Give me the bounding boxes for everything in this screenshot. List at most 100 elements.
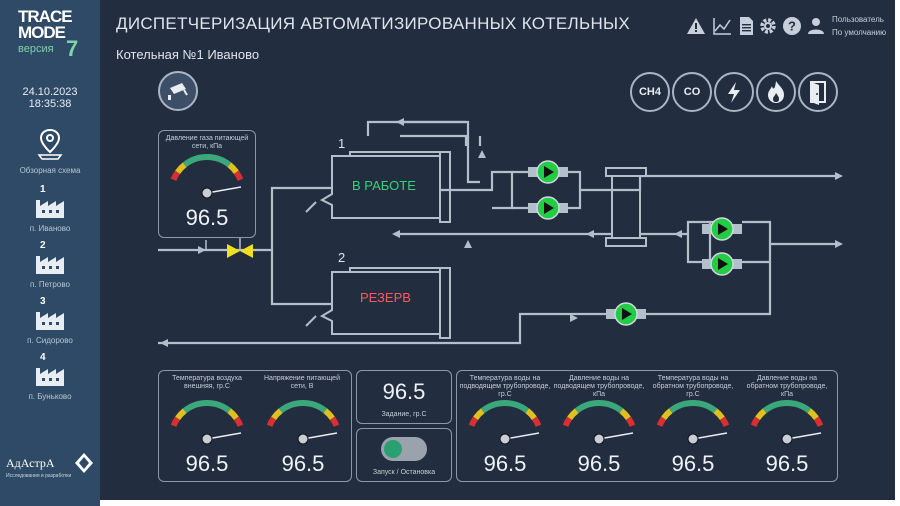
- sidebar: TRACE MODE версия 7 24.10.2023 18:35:38 …: [0, 0, 100, 506]
- logo-line1: TRACE: [18, 7, 73, 26]
- gauge-needle: [786, 432, 822, 440]
- user-name: По умолчанию: [832, 28, 887, 37]
- page-title: ДИСПЕТЧЕРИЗАЦИЯ АВТОМАТИЗИРОВАННЫХ КОТЕЛ…: [116, 14, 631, 33]
- user-icon[interactable]: [806, 16, 826, 36]
- setpoint-value: 96.5: [382, 379, 426, 404]
- setpoint-panel[interactable]: 96.5 Задание, гр.С: [356, 370, 452, 424]
- door-icon: [810, 81, 826, 105]
- warning-icon[interactable]: [686, 16, 706, 36]
- air-temp-value: 96.5: [185, 451, 229, 476]
- nav-overview[interactable]: Обзорная схема: [0, 128, 100, 178]
- pump-1-icon[interactable]: [528, 160, 568, 184]
- current-time: 18:35:38: [28, 98, 72, 110]
- gas-pressure-gauge: [170, 154, 244, 199]
- adastra-emblem-icon: [75, 453, 93, 473]
- return-temp-label: Температура воды на обратном трубопровод…: [652, 375, 734, 398]
- nav-boiler-2-label: п. Петрово: [30, 280, 70, 289]
- return-pressure-value: 96.5: [765, 451, 809, 476]
- boiler-2-number: 2: [338, 250, 345, 265]
- supply-pressure-value: 96.5: [577, 451, 621, 476]
- supply-temp-value: 96.5: [483, 451, 527, 476]
- nav-boiler-4-label: п. Буньково: [28, 392, 72, 401]
- power-button[interactable]: [714, 72, 754, 112]
- gas-pressure-label: Давление газа питающей сети, кПа: [165, 135, 249, 150]
- trace-mode-logo: TRACE MODE версия 7: [8, 8, 92, 68]
- pump-3-icon[interactable]: [702, 217, 742, 241]
- ch4-sensor-button[interactable]: CH4: [630, 72, 670, 112]
- nav-boiler-4[interactable]: 4 п. Буньково: [0, 352, 100, 402]
- start-stop-toggle[interactable]: [381, 437, 427, 461]
- setpoint-label: Задание, гр.С: [381, 411, 427, 418]
- voltage-value: 96.5: [281, 451, 325, 476]
- svg-text:?: ?: [788, 19, 796, 34]
- nav-boiler-1[interactable]: 1 п. Иваново: [0, 184, 100, 234]
- gauge-hub: [297, 433, 309, 445]
- nav-boiler-3-label: п. Сидорово: [27, 336, 73, 345]
- factory-icon: [36, 368, 64, 386]
- supply-pressure-label: Давление воды на подводящем трубопроводе…: [553, 375, 645, 398]
- lightning-icon: [728, 82, 740, 103]
- gas-pressure-value: 96.5: [185, 205, 229, 230]
- return-temp-value: 96.5: [671, 451, 715, 476]
- supply-temp-label: Температура воды на подводящем трубопров…: [459, 375, 551, 398]
- supply-pressure-gauge: [562, 400, 636, 445]
- camera-icon: [168, 83, 188, 100]
- fire-button[interactable]: [756, 72, 796, 112]
- gauge-needle: [302, 432, 338, 440]
- page-subtitle: Котельная №1 Иваново: [116, 47, 260, 62]
- gauge-needle: [504, 432, 540, 440]
- pump-4-icon[interactable]: [702, 252, 742, 276]
- boiler-1-number: 1: [338, 136, 345, 151]
- camera-button[interactable]: [158, 71, 198, 111]
- nav-boiler-3[interactable]: 3 п. Сидорово: [0, 296, 100, 346]
- co-sensor-button[interactable]: CO: [672, 72, 712, 112]
- logo-line2: MODE: [18, 23, 66, 42]
- nav-boiler-1-label: п. Иваново: [29, 224, 71, 233]
- nav-boiler-1-num: 1: [40, 184, 46, 195]
- water-params-panel: Температура воды на подводящем трубопров…: [456, 370, 838, 482]
- supply-temp-gauge: [468, 400, 542, 445]
- gauge-hub: [593, 433, 605, 445]
- gauge-hub: [201, 433, 213, 445]
- air-temp-label: Температура воздуха внешняя, гр.С: [172, 375, 242, 390]
- factory-icon: [36, 256, 64, 274]
- nav-boiler-2-num: 2: [40, 240, 46, 251]
- boiler-1-status: В РАБОТЕ: [352, 178, 416, 193]
- main-panel: ДИСПЕТЧЕРИЗАЦИЯ АВТОМАТИЗИРОВАННЫХ КОТЕЛ…: [100, 0, 895, 500]
- voltage-label: Напряжение питающей сети, В: [264, 375, 340, 390]
- door-button[interactable]: [798, 72, 838, 112]
- start-stop-panel: Запуск / Остановка: [356, 428, 452, 482]
- map-pin-icon: [37, 128, 63, 160]
- nav-boiler-2[interactable]: 2 п. Петрово: [0, 240, 100, 290]
- gauge-hub: [781, 433, 793, 445]
- pump-2-icon[interactable]: [528, 196, 568, 220]
- gear-icon[interactable]: [758, 16, 778, 36]
- return-pressure-gauge: [750, 400, 824, 445]
- logo-version-num: 7: [66, 36, 79, 61]
- nav-boiler-3-num: 3: [40, 296, 46, 307]
- trend-icon[interactable]: [712, 16, 732, 36]
- logo-version-label: версия: [18, 43, 54, 55]
- gauge-needle: [692, 432, 728, 440]
- gauge-needle: [206, 432, 242, 440]
- boiler-2-status: РЕЗЕРВ: [360, 290, 411, 305]
- gas-valve-icon[interactable]: [227, 238, 253, 258]
- external-params-panel: Температура воздуха внешняя, гр.С 96.5 Н…: [158, 370, 352, 482]
- toggle-knob: [384, 440, 402, 458]
- report-icon[interactable]: [736, 16, 756, 36]
- adastra-logo: АдАстрА Исследования и разработки: [6, 453, 96, 479]
- gauge-needle: [206, 186, 242, 194]
- pump-5-icon[interactable]: [606, 302, 646, 326]
- help-icon[interactable]: ?: [782, 16, 802, 36]
- fire-icon: [768, 81, 784, 103]
- gauge-hub: [687, 433, 699, 445]
- current-date: 24.10.2023: [22, 86, 78, 98]
- nav-overview-label: Обзорная схема: [19, 166, 81, 175]
- start-stop-label: Запуск / Остановка: [372, 469, 436, 476]
- vendor-name: АдАстрА: [6, 456, 55, 470]
- return-temp-gauge: [656, 400, 730, 445]
- air-temp-gauge: [170, 400, 244, 445]
- user-info[interactable]: Пользователь По умолчанию: [832, 13, 886, 39]
- voltage-gauge: [266, 400, 340, 445]
